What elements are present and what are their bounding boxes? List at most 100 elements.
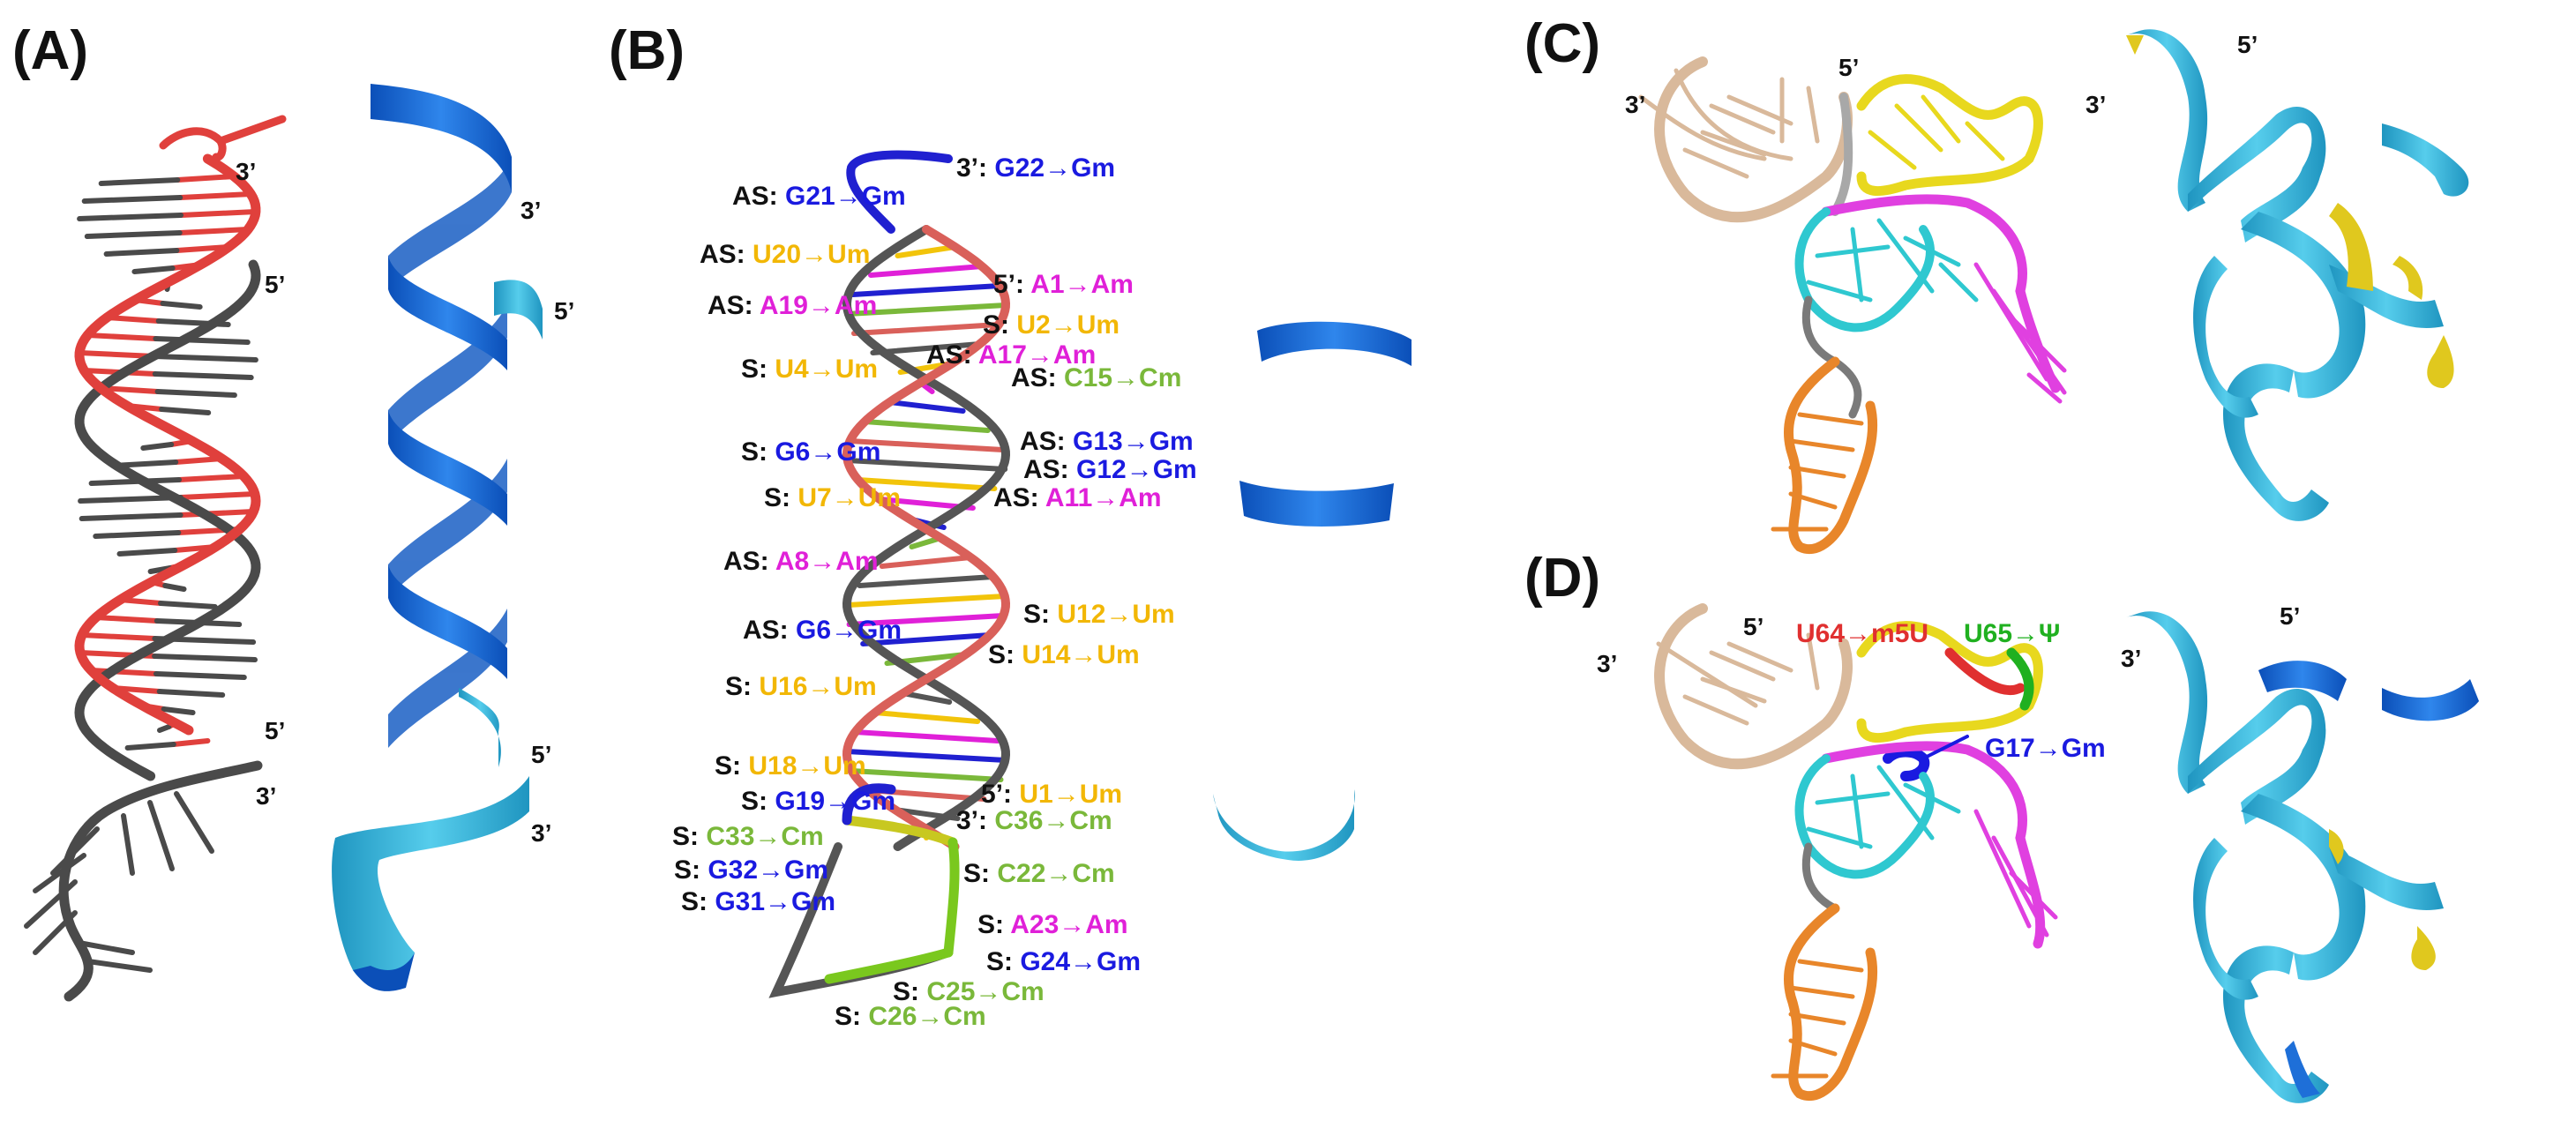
mod-label: S: G24→Gm — [986, 947, 1141, 976]
base-rung-antisense — [160, 301, 203, 310]
base-rung — [855, 477, 998, 491]
mod-label: S: U4→Um — [741, 355, 878, 384]
helix-ribbon-front — [371, 84, 512, 679]
base-rung — [857, 574, 996, 588]
helix-end-3prime-bottom: 3’ — [531, 819, 551, 847]
mod-label: AS: U20→Um — [700, 240, 870, 269]
base-rung-sense — [175, 174, 237, 183]
panel-label-d: (D) — [1524, 548, 1601, 609]
base-rung-antisense — [124, 742, 176, 751]
panel-c-trna-and-protein: 3’ 5’ 3’ 5’ — [1625, 29, 2469, 555]
mod-label: 3’: C36→Cm — [956, 806, 1112, 835]
base-rung — [887, 400, 966, 414]
mod-label: S: U12→Um — [1023, 600, 1175, 629]
mod-label: S: U14→Um — [988, 640, 1140, 669]
helix-bottom-tip — [353, 952, 415, 991]
panel-d-trna — [1654, 603, 2058, 1102]
helix-fragment-top — [1257, 321, 1412, 366]
base-rung — [844, 749, 1008, 763]
mod-label: AS: G6→Gm — [743, 616, 902, 645]
base-rung-antisense — [78, 495, 183, 504]
base-rung-sense — [93, 615, 160, 624]
end-label-3prime-top: 3’ — [236, 158, 256, 185]
base-rung-antisense — [77, 213, 183, 221]
mod-label: S: G19→Gm — [741, 787, 895, 816]
helix-end-5prime-top: 5’ — [554, 297, 574, 325]
base-rung-antisense — [156, 689, 226, 698]
base-rung-antisense — [131, 265, 176, 274]
mod-label: AS: G12→Gm — [1023, 455, 1197, 484]
mod-label: 3’: G22→Gm — [956, 153, 1115, 183]
mod-label: S: U18→Um — [715, 751, 866, 781]
helix-fragment-mid — [1239, 481, 1394, 527]
base-rung-antisense — [140, 442, 175, 451]
panel-a-rna-duplex: 3’ 5’ 5’ 3’ — [24, 115, 287, 1002]
mod-label: S: C22→Cm — [963, 859, 1115, 888]
base-rung-sense — [79, 632, 158, 641]
antisense-tail-backbone — [58, 760, 263, 1002]
base-rung — [851, 322, 1001, 336]
base-rung — [879, 555, 974, 569]
base-rung-sense — [177, 491, 258, 500]
base-rung — [845, 594, 1007, 608]
sense-strand-backbone — [74, 153, 261, 736]
base-rung-antisense — [162, 583, 187, 592]
base-rung-sense — [77, 350, 157, 359]
panel-c-protein — [2126, 29, 2469, 521]
base-rung — [870, 341, 983, 355]
base-rung — [847, 438, 1006, 452]
base-rung-antisense — [157, 724, 172, 733]
base-rung — [849, 768, 1004, 782]
panel-label-b: (B) — [609, 20, 685, 81]
mod-label: AS: G13→Gm — [1020, 427, 1194, 456]
base-rung-antisense — [159, 407, 212, 415]
base-rung — [872, 710, 981, 724]
mod-label: S: C26→Cm — [835, 1002, 986, 1031]
helix-end-5prime-bottom: 5’ — [531, 741, 551, 768]
mod-label-u65-psi: U65→Ψ — [1964, 619, 2060, 648]
panel-label-c: (C) — [1524, 13, 1601, 74]
mod-label: S: U7→Um — [764, 483, 901, 512]
mod-label: AS: G21→Gm — [732, 182, 906, 211]
base-rung-sense — [88, 668, 159, 676]
base-rung-antisense — [98, 177, 181, 186]
antisense-tail-bases — [24, 791, 214, 973]
base-rung-sense — [170, 738, 211, 747]
panel-c-trna — [1638, 56, 2067, 555]
base-rung-antisense — [158, 601, 218, 609]
mod-label: S: G6→Gm — [741, 437, 880, 467]
mod-label: AS: A11→Am — [993, 483, 1162, 512]
protein-d-3prime-label: 3’ — [2121, 645, 2141, 672]
panel-b-helix-fragments — [1213, 321, 1412, 861]
panel-b-top-overhang — [846, 150, 953, 234]
base-rung-antisense — [81, 195, 183, 204]
base-rung-antisense — [154, 389, 237, 398]
mod-label: S: A23→Am — [977, 910, 1128, 939]
trna-d-5prime-label: 5’ — [1743, 613, 1764, 640]
panel-a-helix-ribbon: 3’ 5’ 5’ 3’ — [332, 84, 574, 991]
mod-label: AS: C15→Cm — [1011, 363, 1181, 392]
trna-c-5prime-label: 5’ — [1838, 54, 1859, 81]
base-rung — [862, 419, 991, 433]
base-rung-antisense — [103, 248, 180, 257]
protein-c-5prime-label: 5’ — [2237, 31, 2258, 58]
mod-label: AS: A17→Am — [926, 340, 1096, 370]
mod-label: 5’: U1→Um — [981, 780, 1122, 809]
helix-bottom-loop — [332, 776, 529, 986]
base-rung-sense — [178, 209, 258, 218]
base-rung-sense — [104, 315, 161, 324]
base-rung-antisense — [116, 548, 178, 557]
base-rung-sense — [85, 332, 159, 341]
protein-d-5prime-label: 5’ — [2280, 602, 2300, 630]
protein-c-3prime-label: 3’ — [2086, 91, 2106, 118]
base-rung-antisense — [152, 654, 258, 662]
sense-3prime-overhang — [159, 115, 287, 161]
base-rung — [844, 303, 1008, 317]
mod-label: S: U16→Um — [725, 672, 877, 701]
base-rung — [850, 283, 1003, 297]
mod-label: S: C33→Cm — [672, 822, 824, 851]
trna-d-3prime-label: 3’ — [1597, 650, 1617, 677]
end-label-5prime-bottom: 5’ — [265, 717, 285, 744]
